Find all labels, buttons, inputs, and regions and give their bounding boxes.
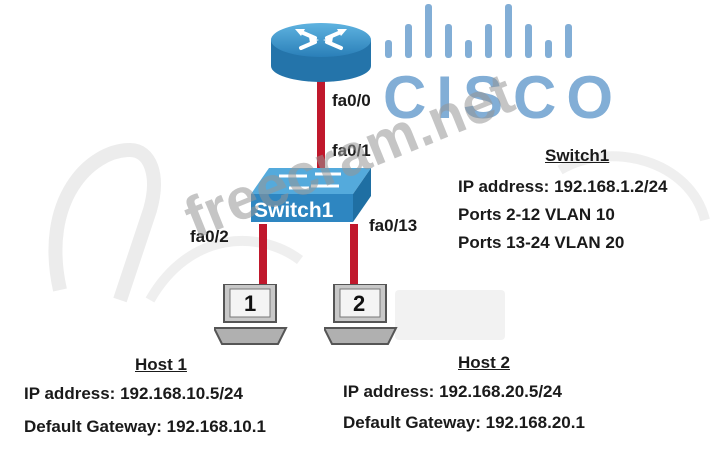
switch-info-vlan10: Ports 2-12 VLAN 10 <box>458 205 615 224</box>
cisco-wordmark: CISCO <box>383 64 624 131</box>
host2-computer-icon <box>324 284 398 345</box>
switch-host2-port-label: fa0/13 <box>369 216 418 235</box>
switch-host1-port-label: fa0/2 <box>190 227 229 246</box>
host1-computer-icon <box>214 284 288 345</box>
host2-gateway: Default Gateway: 192.168.20.1 <box>343 413 585 432</box>
host1-number: 1 <box>244 291 257 316</box>
host1-gateway: Default Gateway: 192.168.10.1 <box>24 417 266 436</box>
cisco-logo <box>385 4 572 58</box>
switch-icon-label: Switch1 <box>254 199 334 222</box>
router-port-label: fa0/0 <box>332 91 371 110</box>
router-icon <box>271 23 371 82</box>
host1-ip: IP address: 192.168.10.5/24 <box>24 384 243 403</box>
switch-info-ip: IP address: 192.168.1.2/24 <box>458 177 668 196</box>
switch-info-vlan20: Ports 13-24 VLAN 20 <box>458 233 625 252</box>
switch-icon <box>251 168 371 222</box>
host2-number: 2 <box>353 291 366 316</box>
host2-ip: IP address: 192.168.20.5/24 <box>343 382 562 401</box>
host1-heading: Host 1 <box>135 355 187 374</box>
host2-heading: Host 2 <box>458 353 510 372</box>
switch-info-heading: Switch1 <box>545 146 610 165</box>
switch-uplink-port-label: fa0/1 <box>332 141 371 160</box>
